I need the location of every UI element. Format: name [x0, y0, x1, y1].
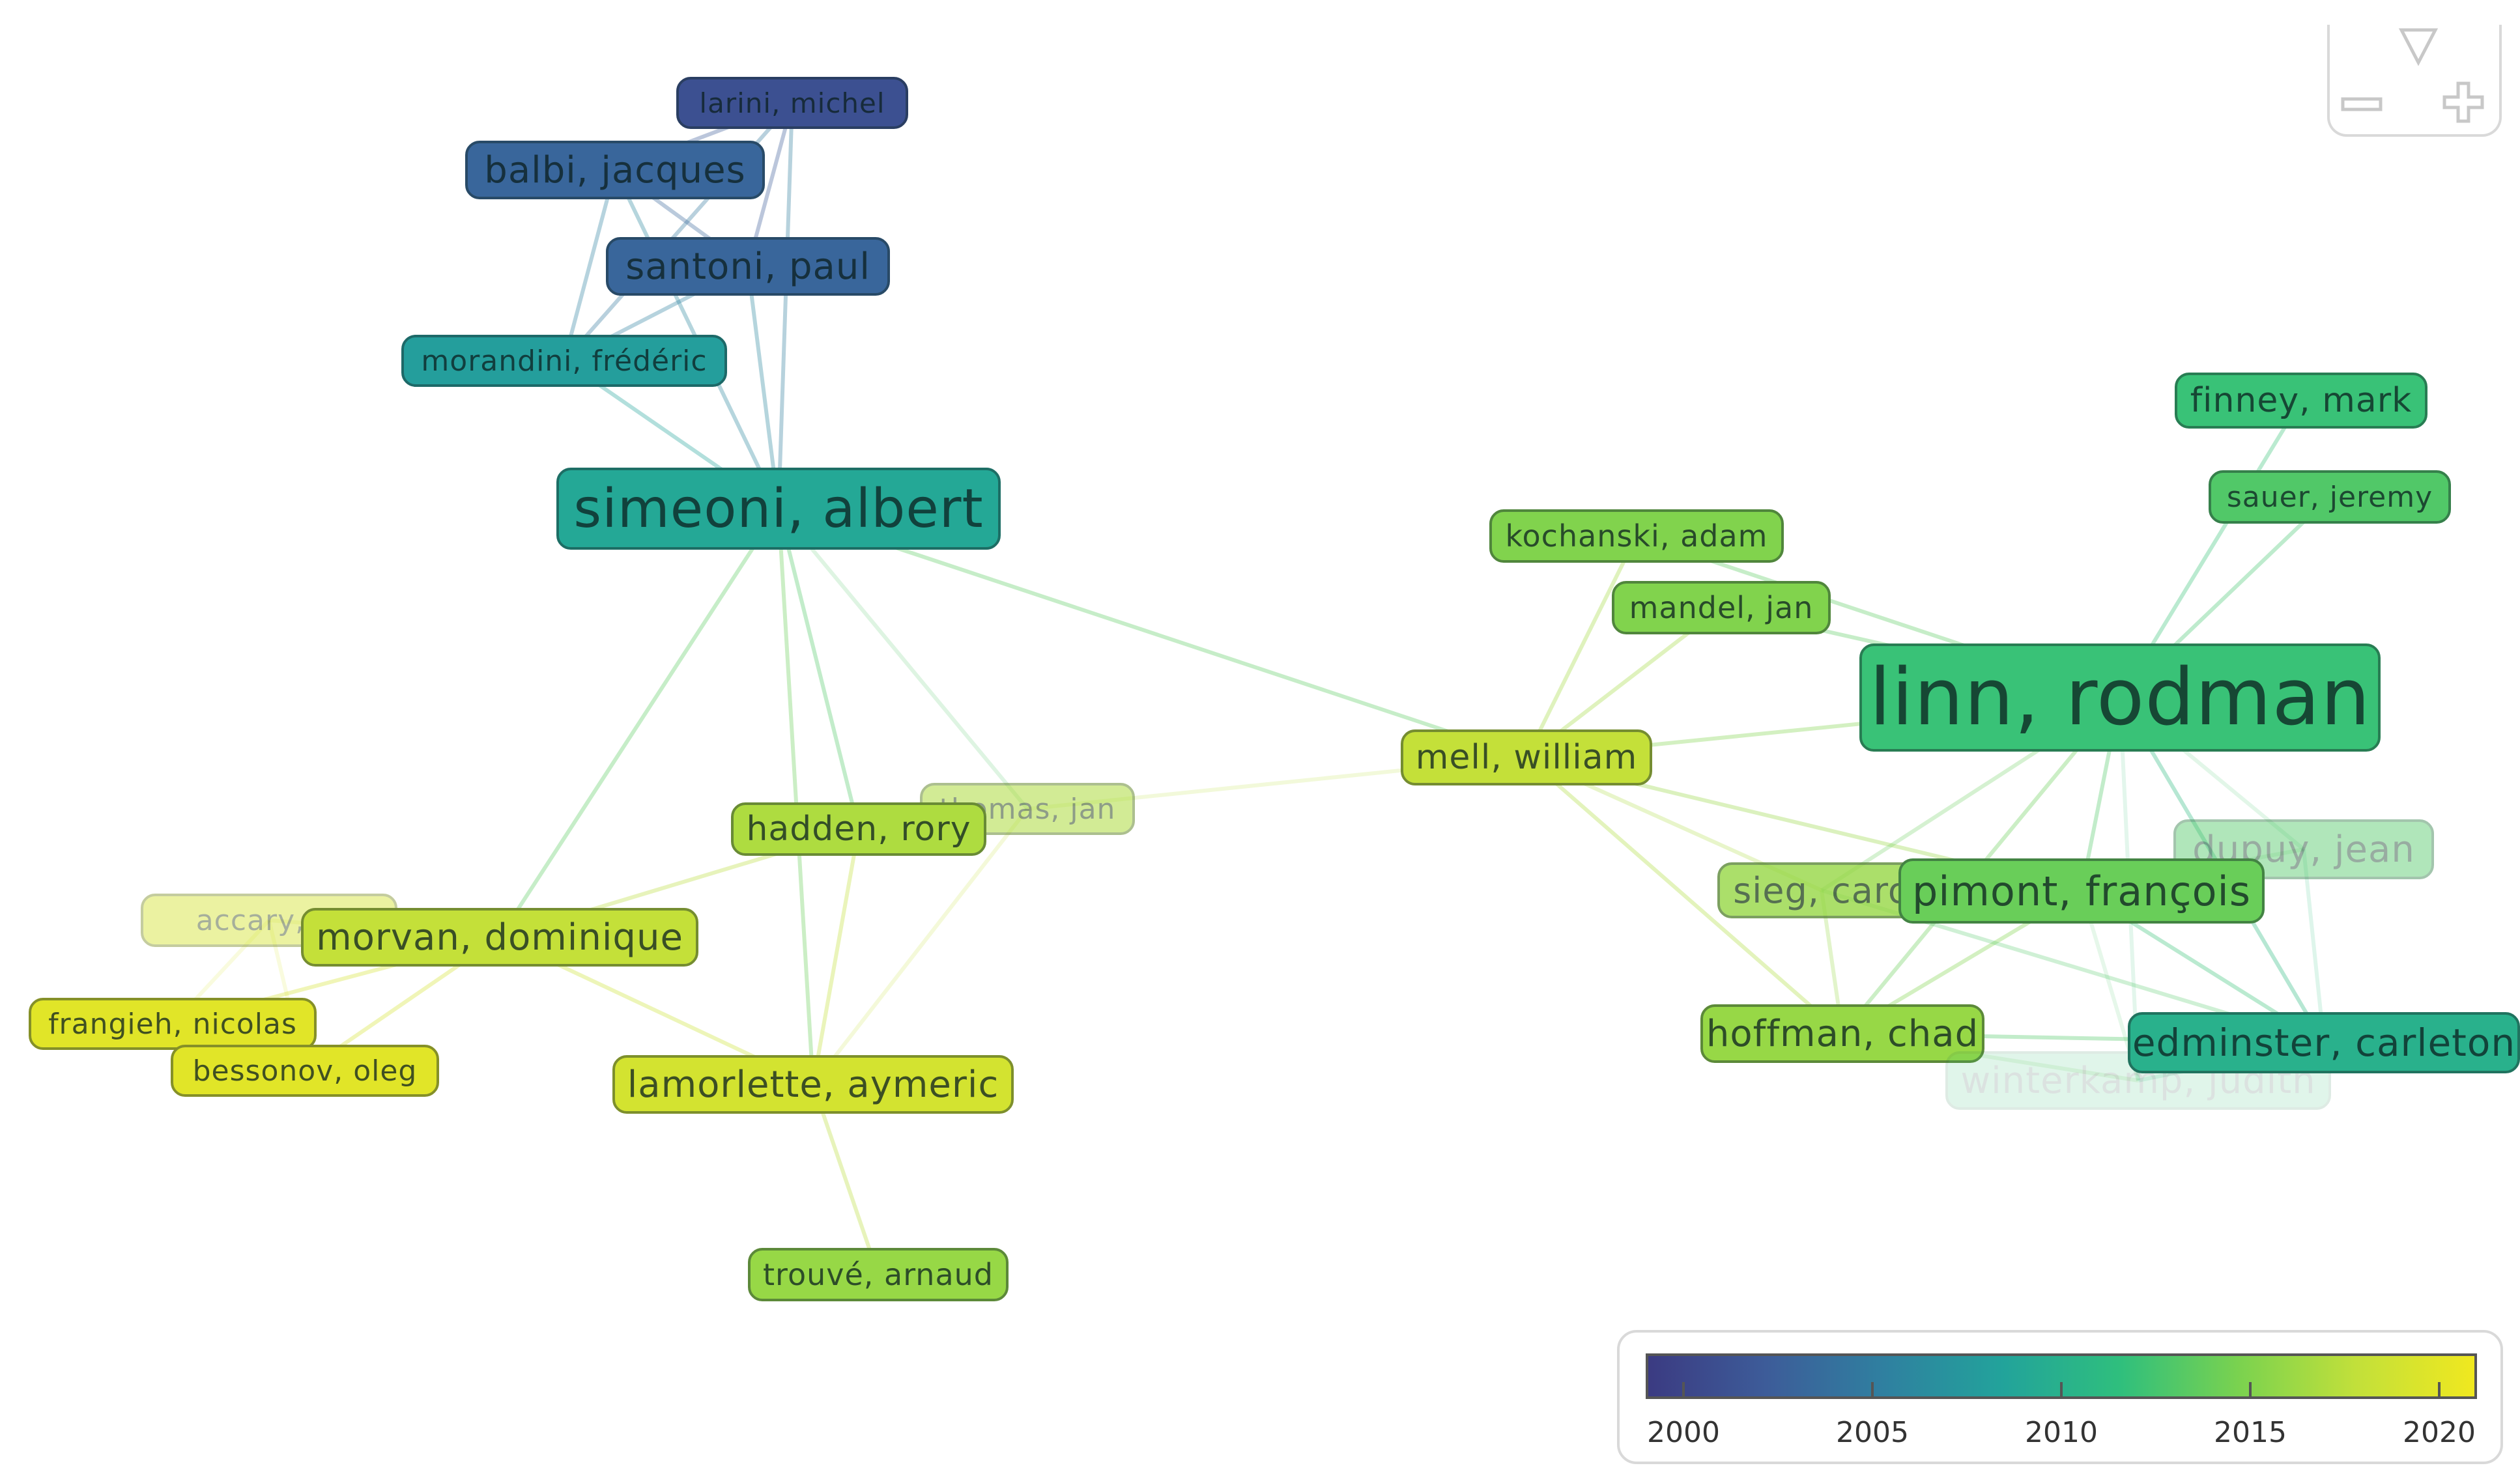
author-node-frangieh[interactable]: frangieh, nicolas [29, 998, 317, 1050]
legend-tick-mark [1682, 1382, 1685, 1399]
minus-icon[interactable] [2339, 85, 2384, 124]
edge-mell-kochanski [1525, 535, 1639, 759]
edge-simeoni-lamorlette [777, 508, 815, 1085]
author-node-sieg[interactable]: sieg, caro [1717, 862, 1926, 918]
legend-tick-label: 2010 [2025, 1416, 2098, 1449]
legend-tick-mark [1871, 1382, 1874, 1399]
legend-tick-label: 2005 [1836, 1416, 1909, 1449]
legend-tick-label: 2000 [1647, 1416, 1720, 1449]
author-node-kochanski[interactable]: kochanski, adam [1489, 509, 1784, 563]
legend-tick-label: 2020 [2403, 1416, 2476, 1449]
author-node-balbi[interactable]: balbi, jacques [465, 141, 765, 199]
edge-simeoni-morvan [498, 507, 780, 939]
author-node-sauer[interactable]: sauer, jeremy [2209, 470, 2451, 524]
triangle-down-icon[interactable] [2398, 25, 2439, 70]
author-node-bessonov[interactable]: bessonov, oleg [171, 1045, 439, 1097]
legend-tick-mark [2249, 1382, 2252, 1399]
edge-simeoni-hadden [777, 508, 861, 830]
legend-tick-mark [2060, 1382, 2063, 1399]
legend-tick-mark [2438, 1382, 2441, 1399]
edge-simeoni-thomas [777, 507, 1029, 810]
author-node-larini[interactable]: larini, michel [676, 77, 908, 129]
author-node-pimont[interactable]: pimont, françois [1898, 858, 2265, 924]
author-node-morandini[interactable]: morandini, frédéric [401, 335, 727, 387]
author-node-simeoni[interactable]: simeoni, albert [556, 468, 1001, 550]
author-node-santoni[interactable]: santoni, paul [606, 237, 890, 296]
edge-mell-hoffman [1525, 756, 1844, 1036]
plus-icon[interactable] [2441, 79, 2486, 125]
edge-balbi-morandini [562, 169, 617, 361]
author-node-trouve[interactable]: trouvé, arnaud [748, 1248, 1009, 1301]
edge-dupuy-edminster [2302, 849, 2326, 1043]
year-color-legend: 2000 2005 2010 2015 2020 [1617, 1330, 2503, 1464]
author-node-hoffman[interactable]: hoffman, chad [1700, 1004, 1984, 1063]
author-node-mell[interactable]: mell, william [1401, 729, 1652, 785]
edge-simeoni-mell [778, 507, 1527, 759]
edge-hadden-lamorlette [811, 828, 861, 1085]
author-node-finney[interactable]: finney, mark [2175, 373, 2427, 429]
edge-lamorlette-trouve [811, 1084, 880, 1275]
edge-larini-simeoni [777, 102, 794, 509]
edge-thomas-lamorlette [811, 808, 1029, 1086]
legend-tick-label: 2015 [2214, 1416, 2287, 1449]
author-node-edminster[interactable]: edminster, carleton [2128, 1012, 2520, 1073]
author-node-mandel[interactable]: mandel, jan [1612, 581, 1831, 634]
navigation-panel [2327, 25, 2502, 137]
author-node-linn[interactable]: linn, rodman [1859, 643, 2381, 752]
author-node-hadden[interactable]: hadden, rory [731, 802, 986, 856]
author-node-lamorlette[interactable]: lamorlette, aymeric [612, 1055, 1014, 1114]
author-node-morvan[interactable]: morvan, dominique [301, 908, 698, 967]
